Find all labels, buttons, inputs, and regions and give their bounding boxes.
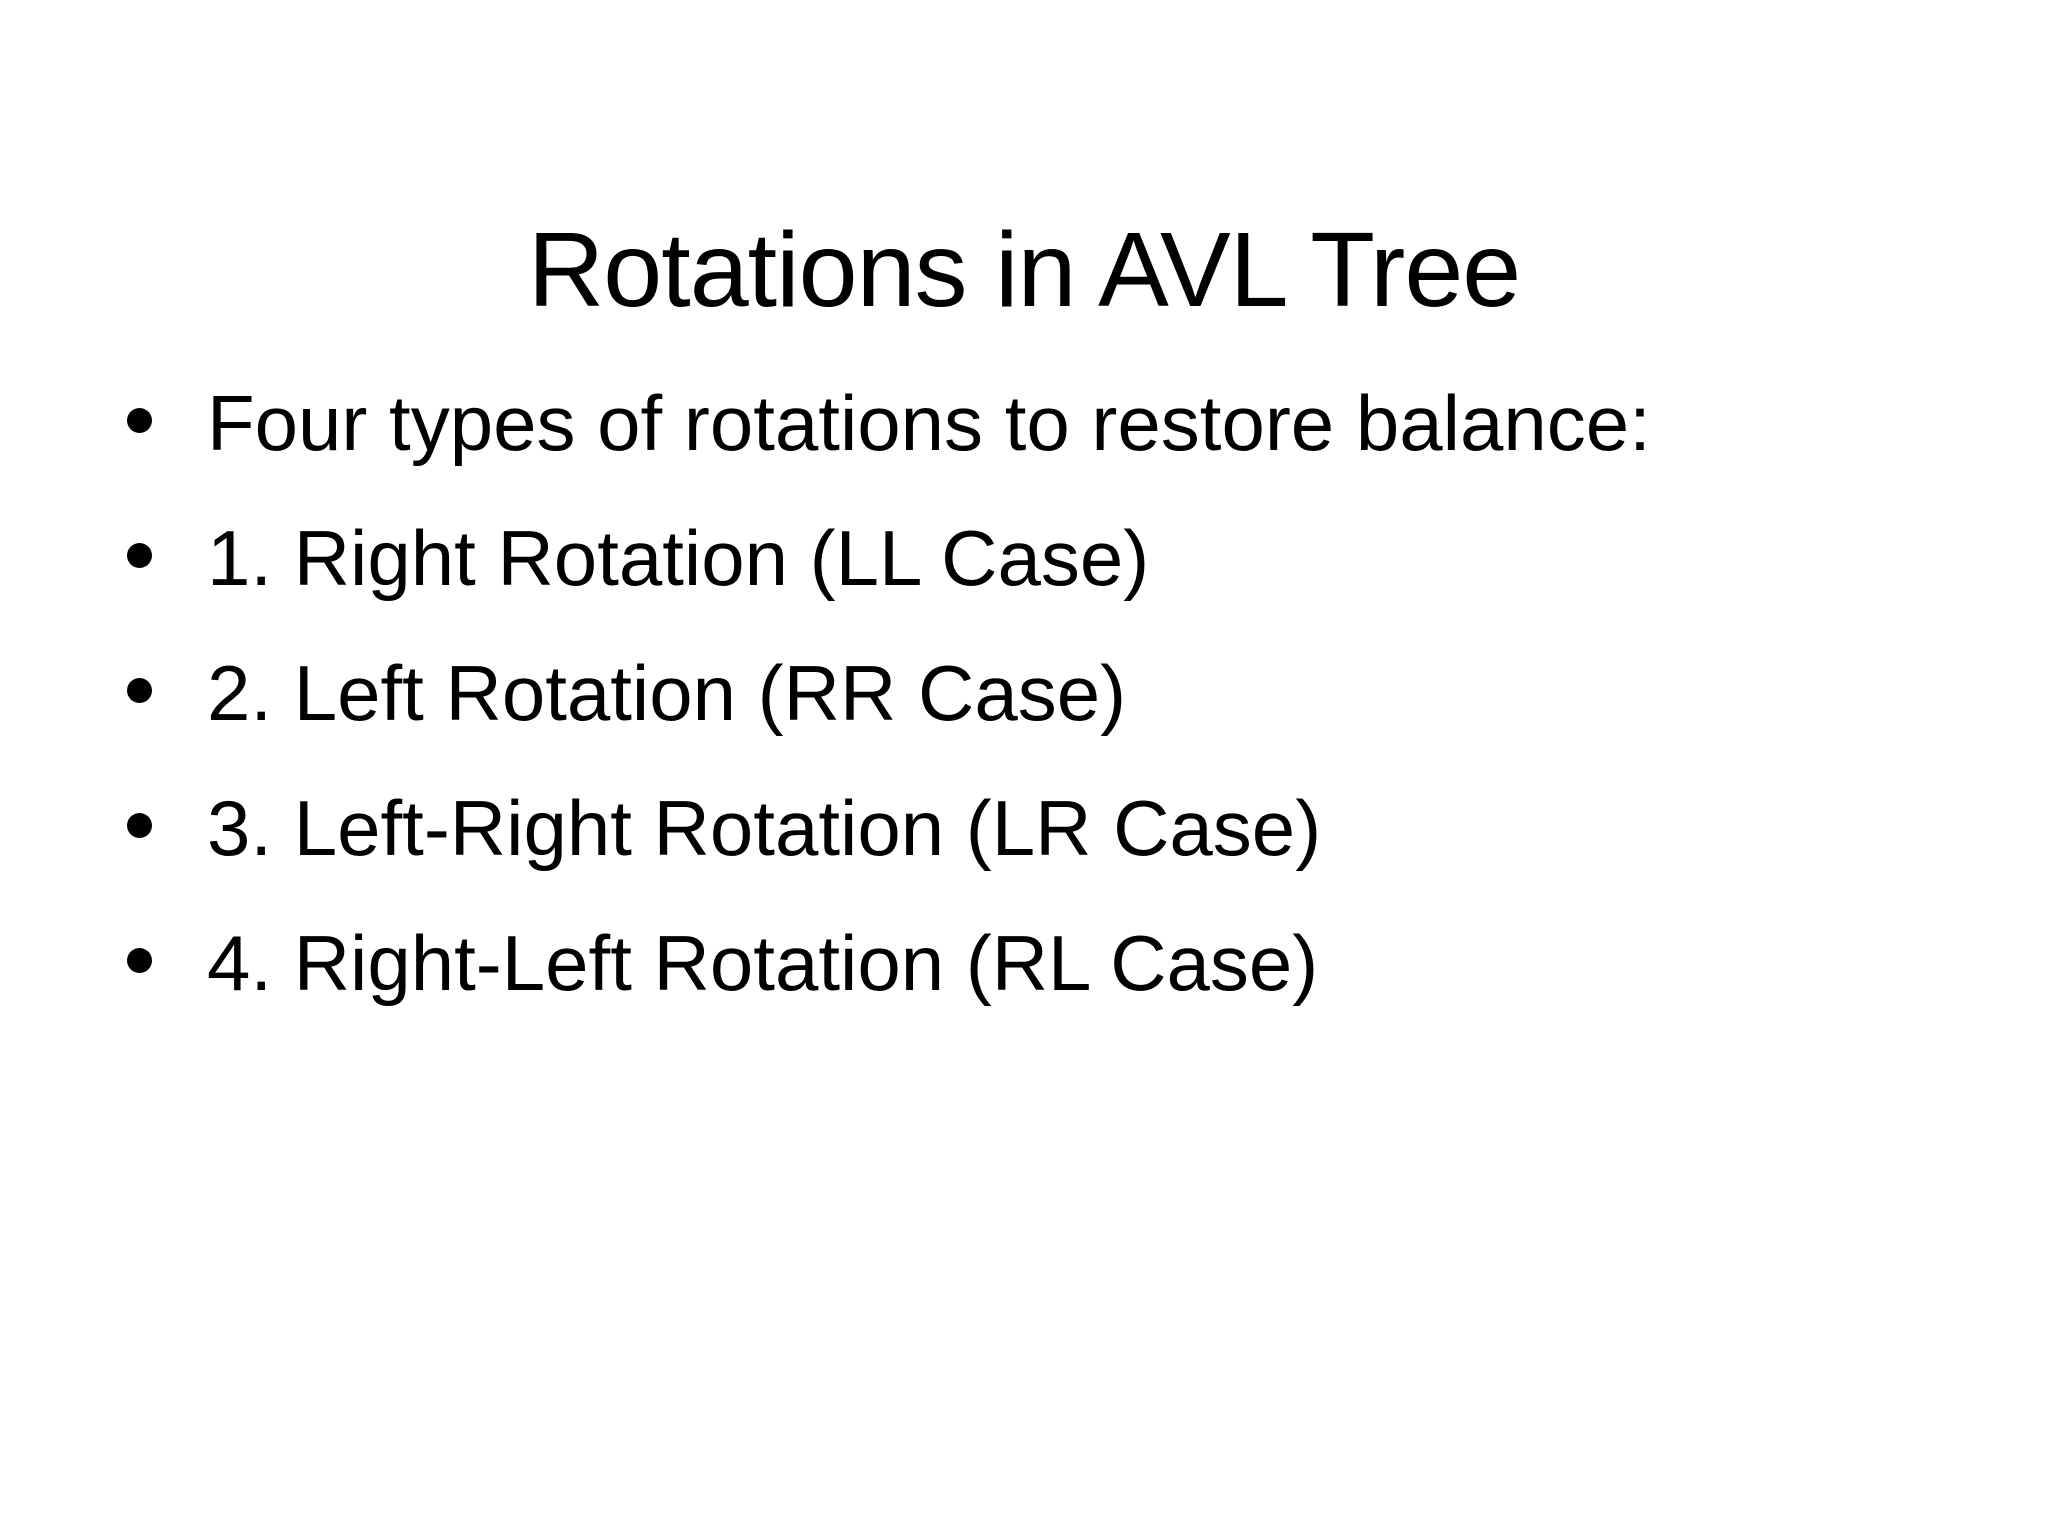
bullet-item-left-rotation: 2. Left Rotation (RR Case) <box>127 626 2048 761</box>
slide-title: Rotations in AVL Tree <box>527 211 1521 330</box>
bullet-item-left-right-rotation: 3. Left-Right Rotation (LR Case) <box>127 761 2048 896</box>
bullet-item-right-rotation: 1. Right Rotation (LL Case) <box>127 491 2048 626</box>
bullet-item-intro: Four types of rotations to restore balan… <box>127 356 2048 491</box>
bullet-icon <box>127 678 152 703</box>
bullet-text-left-rotation: 2. Left Rotation (RR Case) <box>207 649 1127 737</box>
bullet-list: Four types of rotations to restore balan… <box>0 356 2048 1031</box>
bullet-icon <box>127 813 152 838</box>
bullet-icon <box>127 543 152 568</box>
bullet-text-left-right-rotation: 3. Left-Right Rotation (LR Case) <box>207 784 1322 872</box>
bullet-icon <box>127 948 152 973</box>
bullet-text-right-rotation: 1. Right Rotation (LL Case) <box>207 514 1150 602</box>
bullet-text-intro: Four types of rotations to restore balan… <box>207 379 1651 467</box>
bullet-item-right-left-rotation: 4. Right-Left Rotation (RL Case) <box>127 896 2048 1031</box>
bullet-icon <box>127 408 152 433</box>
bullet-text-right-left-rotation: 4. Right-Left Rotation (RL Case) <box>207 919 1319 1007</box>
